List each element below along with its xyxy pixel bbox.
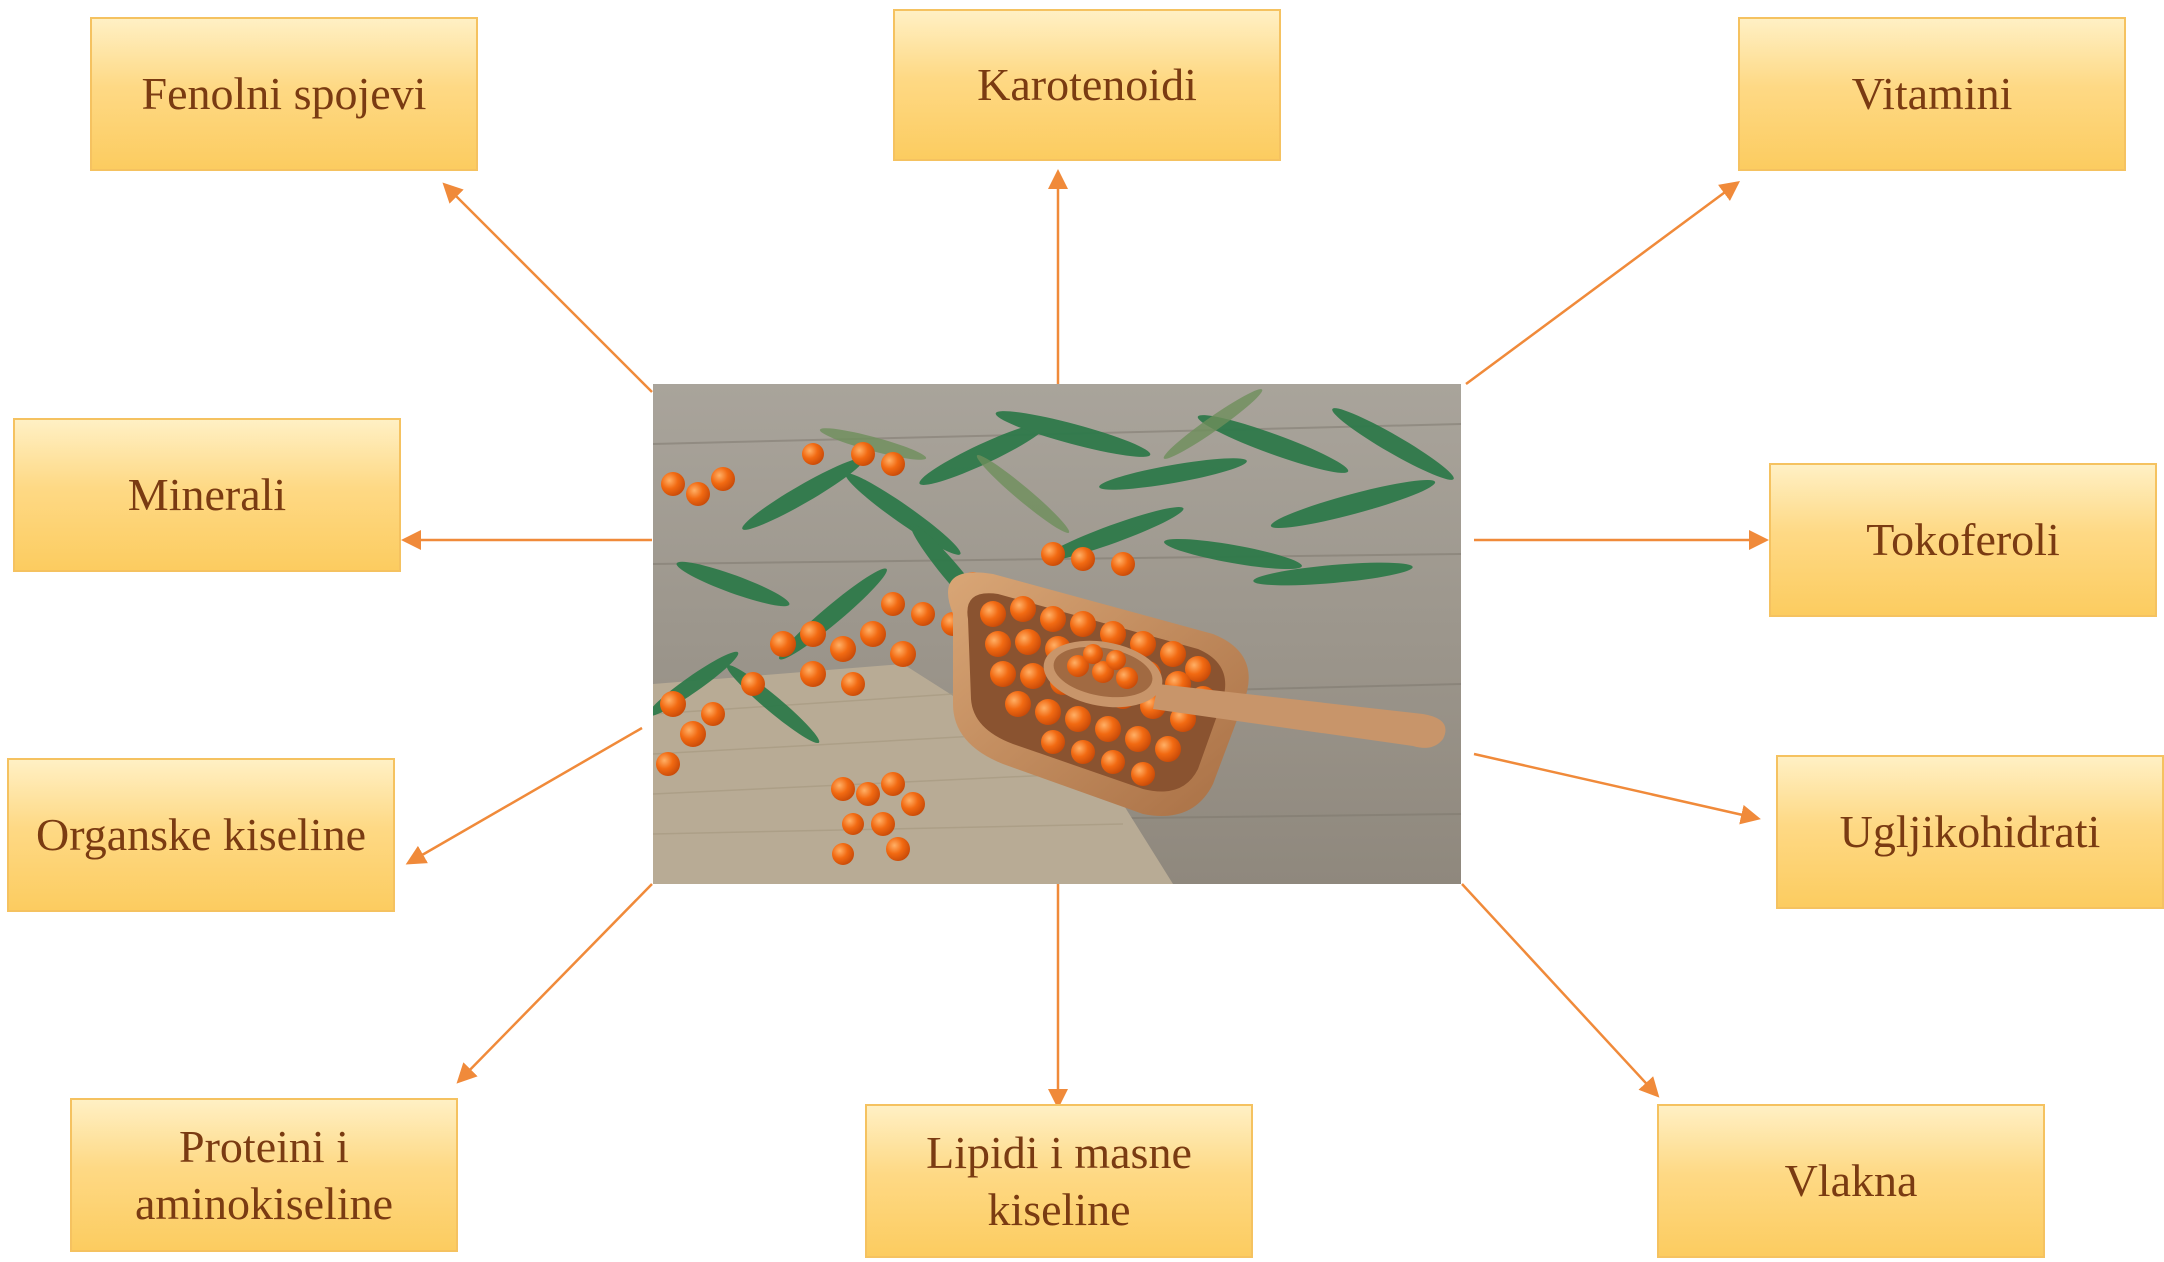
arrow-to-ugljikohidrati — [1474, 754, 1756, 818]
sea-buckthorn-berries-photo — [653, 384, 1461, 884]
node-ugljikohidrati: Ugljikohidrati — [1776, 755, 2164, 909]
node-label: Karotenoidi — [977, 56, 1197, 114]
node-vlakna: Vlakna — [1657, 1104, 2045, 1258]
arrow-to-organske-kiseline — [410, 728, 642, 862]
node-fenolni-spojevi: Fenolni spojevi — [90, 17, 478, 171]
node-label: Tokoferoli — [1866, 511, 2060, 569]
node-label: Proteini i aminokiseline — [132, 1118, 396, 1233]
node-tokoferoli: Tokoferoli — [1769, 463, 2157, 617]
node-organske-kiseline: Organske kiseline — [7, 758, 395, 912]
node-label: Lipidi i masne kiseline — [907, 1124, 1211, 1239]
node-minerali: Minerali — [13, 418, 401, 572]
node-proteini-i-aminokiseline: Proteini i aminokiseline — [70, 1098, 458, 1252]
arrow-to-vitamini — [1466, 184, 1736, 384]
arrow-to-proteini — [460, 884, 652, 1080]
node-label: Ugljikohidrati — [1840, 803, 2101, 861]
node-label: Vitamini — [1852, 65, 2013, 123]
node-vitamini: Vitamini — [1738, 17, 2126, 171]
arrow-to-vlakna — [1462, 884, 1656, 1094]
node-label: Organske kiseline — [36, 806, 366, 864]
node-label: Fenolni spojevi — [142, 65, 427, 123]
node-label: Minerali — [128, 466, 286, 524]
node-karotenoidi: Karotenoidi — [893, 9, 1281, 161]
node-label: Vlakna — [1785, 1152, 1918, 1210]
arrow-to-fenolni-spojevi — [446, 186, 652, 392]
node-lipidi-i-masne-kiseline: Lipidi i masne kiseline — [865, 1104, 1253, 1258]
